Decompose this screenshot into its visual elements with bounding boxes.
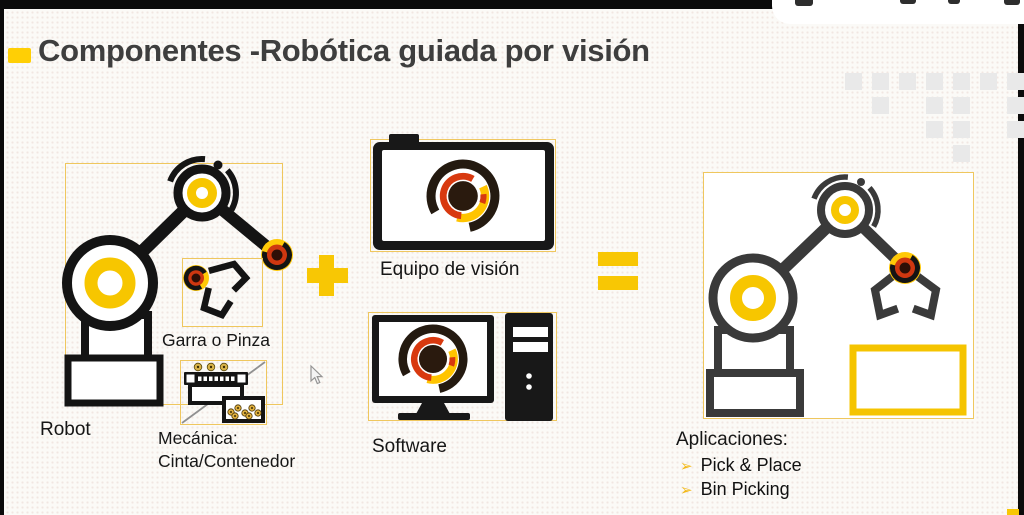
plus-icon — [307, 255, 348, 296]
deco-square — [926, 97, 943, 114]
corner-yellow-mark — [1007, 509, 1019, 515]
applications-heading: Aplicaciones: — [676, 429, 788, 450]
deco-square — [953, 121, 970, 138]
robot-arm-icon — [62, 156, 293, 407]
mechanics-label-line2: Cinta/Contenedor — [158, 451, 296, 471]
deco-square — [1007, 97, 1024, 114]
arrow-bullet-icon: ➢ — [680, 482, 693, 499]
list-item: ➢ Bin Picking — [680, 479, 916, 500]
software-label: Software — [372, 436, 447, 457]
application-label: Bin Picking — [700, 479, 790, 499]
deco-square — [1007, 73, 1024, 90]
cropped-overlay-icon — [900, 0, 916, 4]
mechanics-box — [180, 360, 267, 425]
conveyor-and-bin-icon — [181, 361, 266, 424]
deco-square — [926, 73, 943, 90]
video-left-bar — [0, 0, 4, 515]
video-right-bar — [1018, 0, 1024, 515]
deco-square — [872, 73, 889, 90]
vision-box — [370, 139, 556, 252]
container-icon — [849, 344, 967, 416]
application-label: Pick & Place — [700, 455, 802, 475]
deco-square — [953, 73, 970, 90]
list-item: ➢ Pick & Place — [680, 455, 916, 476]
desktop-tower-icon — [505, 313, 553, 421]
cropped-overlay-icon — [948, 0, 960, 4]
robot-label: Robot — [40, 419, 91, 440]
vision-label: Equipo de visión — [380, 259, 520, 280]
applications: Aplicaciones: ➢ Pick & Place ➢ Bin Picki… — [676, 429, 916, 503]
deco-square — [899, 73, 916, 90]
page-title: Componentes -Robótica guiada por visión — [38, 33, 650, 68]
parts-bin-icon — [222, 396, 265, 423]
cropped-overlay-icon — [1004, 0, 1020, 5]
monitor-and-tower-icon — [372, 313, 553, 421]
vision-camera-icon — [373, 134, 554, 250]
software-box — [368, 312, 557, 421]
deco-square — [845, 73, 862, 90]
monitor-icon — [372, 315, 494, 420]
yellow-dash-icon — [8, 48, 31, 63]
equals-icon — [598, 252, 638, 290]
deco-square — [926, 121, 943, 138]
overlay-notch — [772, 0, 1024, 24]
gripper-box — [182, 258, 263, 327]
mouse-cursor-icon — [310, 364, 324, 385]
cropped-overlay-icon — [795, 0, 813, 6]
deco-square — [1007, 121, 1024, 138]
gripper-label: Garra o Pinza — [162, 330, 270, 350]
deco-square — [872, 97, 889, 114]
deco-square — [980, 73, 997, 90]
arrow-bullet-icon: ➢ — [680, 458, 693, 475]
mechanics-label-line1: Mecánica: — [158, 428, 238, 448]
deco-square — [953, 145, 970, 162]
gripper-claw-icon — [183, 260, 251, 319]
deco-square — [953, 97, 970, 114]
video-top-bar — [0, 0, 1024, 9]
robot-arm-with-gripper-icon — [706, 174, 967, 417]
